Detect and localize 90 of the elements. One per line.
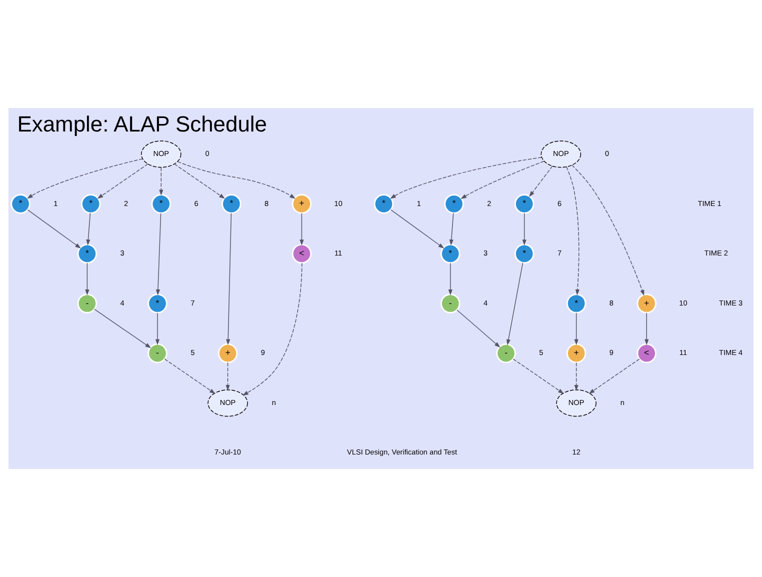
node-label: 4 [120, 298, 124, 308]
label: 7-Jul-10 [214, 448, 241, 457]
node-label: 2 [487, 198, 492, 208]
node-circle: + [566, 343, 586, 364]
node-label: 0 [205, 148, 210, 158]
node-label: 1 [54, 198, 58, 208]
arrow [155, 312, 160, 346]
arrow [164, 358, 216, 394]
arrow [512, 358, 564, 394]
node-label: 10 [334, 198, 342, 208]
arrow [506, 262, 524, 346]
diagram-title: Example: ALAP Schedule [17, 111, 267, 136]
label: TIME 4 [719, 348, 743, 358]
label: 12 [572, 448, 580, 457]
node-label: n [272, 398, 276, 407]
arrow [156, 213, 162, 296]
arrow [86, 212, 91, 246]
node-label: 11 [679, 348, 688, 358]
node-label: 9 [260, 348, 265, 358]
arrow [574, 362, 578, 391]
arrow [522, 212, 526, 246]
node-circle: < [292, 244, 312, 264]
node-label: 5 [539, 348, 544, 358]
arrow [26, 158, 143, 199]
node-label: 1 [416, 198, 421, 208]
node-circle: < [636, 343, 656, 364]
node-label: 3 [120, 248, 124, 258]
node-label: 9 [609, 348, 614, 358]
node-circle: * [444, 194, 464, 214]
node-ellipse: NOP [141, 140, 182, 168]
arrow [27, 209, 81, 248]
node-label: 0 [605, 148, 610, 158]
arrow [456, 310, 500, 348]
node-circle: + [636, 294, 656, 314]
arrow [300, 212, 304, 246]
node-circle: * [151, 194, 172, 214]
node-label: n [620, 398, 624, 407]
node-circle: * [514, 194, 534, 214]
node-label: 11 [334, 248, 342, 258]
node-circle: - [148, 343, 168, 364]
node-circle: + [218, 343, 238, 364]
node-label: 6 [557, 198, 562, 208]
arrow [94, 308, 152, 348]
arrow [97, 164, 148, 199]
node-label: 2 [124, 198, 128, 208]
arrow [226, 362, 230, 391]
label: VLSI Design, Verification and Test [347, 448, 458, 457]
node-label: 4 [483, 298, 488, 308]
node-label: 8 [609, 298, 614, 308]
arrow [159, 167, 164, 196]
arrow [85, 262, 90, 296]
arrow [572, 164, 644, 296]
node-label: 10 [679, 298, 688, 308]
node-circle: * [77, 244, 98, 264]
arrow [566, 166, 580, 296]
label: TIME 2 [704, 248, 728, 258]
arrow [242, 262, 302, 396]
node-circle: - [496, 343, 516, 364]
node-circle: * [566, 294, 586, 314]
node-circle: * [10, 194, 30, 214]
label: TIME 1 [698, 198, 722, 208]
node-ellipse: NOP [540, 140, 582, 168]
node-circle: * [440, 244, 460, 264]
arrow [460, 160, 544, 200]
arrow [390, 209, 444, 248]
node-circle: * [514, 244, 534, 264]
node-label: 5 [190, 348, 195, 358]
node-label: 3 [483, 248, 488, 258]
node-circle: * [148, 294, 168, 314]
node-circle: * [80, 194, 101, 214]
node-label: 8 [264, 198, 269, 208]
arrow [529, 166, 553, 197]
node-circle: + [292, 194, 312, 214]
node-label: 7 [190, 298, 195, 308]
node-label: 6 [194, 198, 198, 208]
arrow [390, 157, 542, 199]
node-circle: * [222, 194, 242, 214]
arrow [448, 262, 452, 296]
arrow [226, 212, 232, 346]
arrow [177, 161, 296, 199]
node-circle: - [440, 294, 460, 314]
arrow [449, 212, 454, 246]
arrow [574, 312, 578, 346]
node-label: 7 [557, 248, 562, 258]
arrow [644, 312, 649, 346]
arrow [174, 164, 226, 199]
label: TIME 3 [719, 298, 743, 308]
arrow [588, 358, 640, 394]
node-circle: * [374, 194, 394, 214]
node-circle: - [77, 294, 98, 314]
